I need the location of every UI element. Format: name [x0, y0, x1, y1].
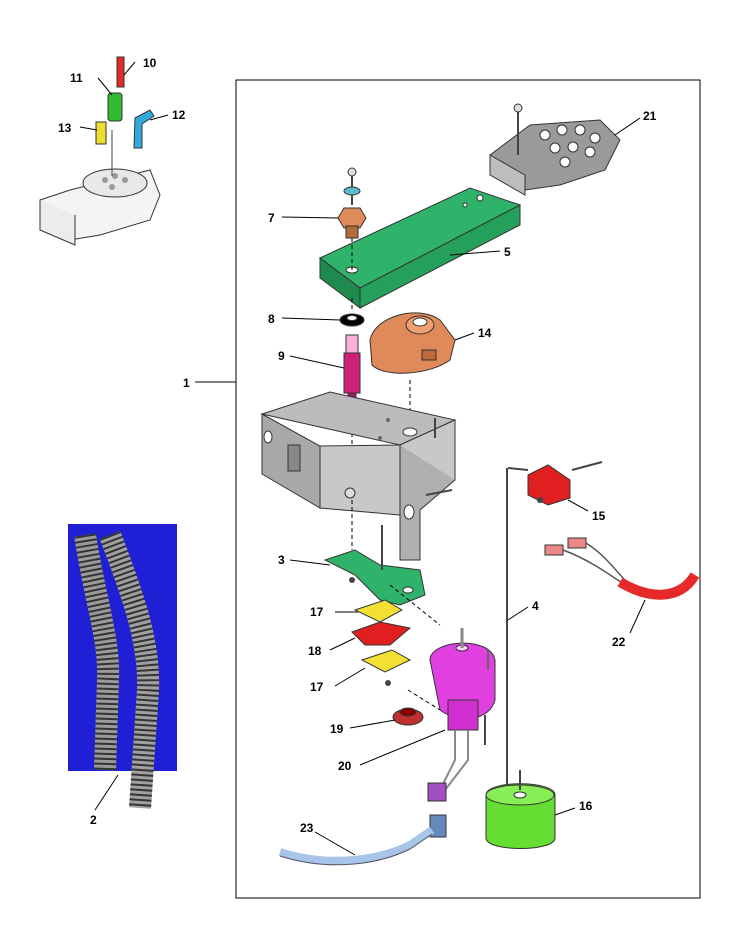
callout-19: 19 — [330, 722, 344, 736]
plate-3 — [323, 525, 441, 626]
callout-17-bottom: 17 — [310, 680, 324, 694]
callout-9: 9 — [278, 349, 285, 363]
switch-15-body — [527, 464, 571, 506]
float-assembly — [485, 468, 556, 849]
callout-14: 14 — [478, 326, 492, 340]
wire-22-sleeve — [617, 572, 700, 600]
callout-8: 8 — [268, 312, 275, 326]
leader-lines — [79, 61, 646, 856]
callout-13: 13 — [58, 121, 72, 135]
callout-21: 21 — [643, 109, 657, 123]
cord-23-body — [278, 826, 435, 865]
hose-2 — [68, 524, 177, 809]
callout-2: 2 — [90, 813, 97, 827]
spacer-body — [343, 352, 361, 394]
power-cord-23 — [278, 782, 447, 866]
callout-20: 20 — [338, 759, 352, 773]
motor-20 — [429, 628, 496, 791]
callout-3: 3 — [278, 553, 285, 567]
callout-17-top: 17 — [310, 605, 324, 619]
shims-and-switch — [351, 599, 412, 686]
motor-frame — [260, 391, 457, 561]
callout-labels: 10 11 12 13 21 7 5 8 9 14 1 3 15 4 22 17… — [58, 56, 657, 835]
callout-11: 11 — [70, 71, 83, 85]
callout-7: 7 — [268, 211, 275, 225]
callout-5: 5 — [504, 245, 511, 259]
callout-22: 22 — [612, 635, 626, 649]
assembly-border — [235, 79, 701, 899]
cover-plate-21 — [489, 103, 621, 196]
callout-18: 18 — [308, 644, 322, 658]
inset-wiring-assembly — [39, 56, 161, 246]
motor-cover-14 — [369, 312, 456, 430]
grommet-19 — [392, 689, 441, 726]
switch-15 — [507, 461, 603, 506]
connector-blue-12 — [133, 109, 155, 149]
callout-12: 12 — [172, 108, 186, 122]
switch-18 — [351, 621, 412, 646]
plate-3-body — [323, 549, 426, 606]
shim-17-bottom — [360, 649, 412, 673]
wire-harness-22 — [544, 537, 700, 600]
callout-4: 4 — [532, 599, 539, 613]
callout-1: 1 — [183, 376, 190, 390]
nut-8 — [339, 298, 365, 327]
wire-red-10 — [116, 56, 125, 88]
connector-yellow-13 — [95, 121, 107, 145]
shim-17-top — [353, 599, 404, 623]
callout-16: 16 — [579, 799, 593, 813]
screw-nut-7 — [337, 167, 367, 270]
callout-23: 23 — [300, 821, 314, 835]
callout-15: 15 — [592, 509, 606, 523]
bracket-5 — [319, 187, 522, 309]
callout-10: 10 — [143, 56, 157, 70]
connector-green-11 — [107, 92, 123, 122]
nut-7 — [337, 207, 367, 229]
